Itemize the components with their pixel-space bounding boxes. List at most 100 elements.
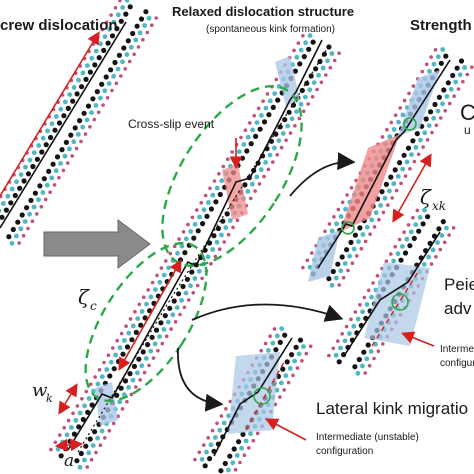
- atom: [179, 297, 185, 303]
- atom: [267, 152, 273, 158]
- atom: [293, 344, 299, 350]
- atom: [146, 15, 152, 21]
- atom: [124, 344, 131, 350]
- atom: [407, 243, 413, 249]
- atom: [438, 247, 443, 252]
- atom: [445, 80, 451, 86]
- atom: [217, 191, 223, 198]
- atom: [105, 40, 111, 46]
- atom: [248, 196, 253, 201]
- atom: [150, 280, 155, 285]
- atom: [182, 305, 187, 310]
- atom: [9, 240, 15, 246]
- atom: [277, 339, 283, 345]
- atom: [294, 109, 299, 114]
- atom: [401, 152, 407, 158]
- intermediate-unstable-label: Intermediate (unstable): [316, 432, 419, 443]
- atom: [152, 341, 158, 347]
- right-mid-blue-region: [364, 262, 430, 346]
- atom: [271, 160, 275, 164]
- atom: [300, 359, 304, 363]
- atom: [340, 332, 345, 336]
- atom: [65, 105, 71, 111]
- atom: [122, 338, 127, 343]
- atom: [425, 214, 431, 220]
- atom: [110, 88, 114, 93]
- atom: [71, 85, 77, 90]
- atom: [25, 171, 32, 177]
- atom: [14, 179, 19, 185]
- atom: [277, 124, 283, 130]
- atom: [124, 0, 130, 3]
- atom: [87, 436, 93, 442]
- atom: [447, 233, 451, 237]
- atom: [283, 373, 289, 379]
- atom: [287, 366, 293, 371]
- atom: [263, 341, 268, 346]
- atom: [430, 130, 434, 135]
- header-center-sub: (spontaneous kink formation): [206, 24, 335, 35]
- atom: [141, 295, 146, 300]
- lateral-pointer: [265, 418, 307, 441]
- atom: [200, 276, 204, 281]
- atom: [323, 229, 327, 234]
- atom: [387, 134, 393, 140]
- atom: [180, 283, 186, 290]
- atom: [438, 60, 444, 66]
- peierls-label-2: adv: [444, 299, 472, 318]
- atom: [307, 87, 313, 93]
- atom: [89, 110, 94, 115]
- atom: [210, 247, 216, 252]
- atom: [88, 125, 92, 129]
- atom: [92, 62, 98, 68]
- atom: [239, 155, 245, 161]
- atom: [429, 262, 434, 266]
- atom: [355, 254, 359, 258]
- atom: [191, 235, 197, 241]
- atom: [126, 385, 131, 390]
- atom: [137, 302, 142, 307]
- atom: [98, 95, 103, 101]
- atom: [98, 443, 103, 448]
- atom: [133, 37, 139, 43]
- atom: [348, 239, 354, 245]
- atom: [279, 380, 284, 386]
- atom: [202, 443, 206, 447]
- atom: [305, 258, 310, 263]
- atom: [441, 87, 447, 93]
- atom: [84, 389, 89, 394]
- atom: [391, 258, 396, 264]
- atom: [328, 65, 333, 70]
- atom: [259, 113, 264, 118]
- atom: [402, 98, 407, 103]
- atom: [296, 41, 301, 45]
- atom: [210, 428, 215, 433]
- atom: [80, 397, 84, 401]
- atom: [299, 87, 305, 94]
- atom: [79, 84, 85, 90]
- atom: [111, 421, 116, 426]
- atom: [127, 59, 132, 64]
- atom: [77, 410, 83, 416]
- atom: [122, 378, 129, 384]
- atom: [273, 347, 279, 353]
- atom: [120, 351, 126, 357]
- atom: [405, 145, 412, 151]
- atom: [248, 121, 252, 125]
- atom: [341, 275, 346, 280]
- atom: [230, 150, 234, 154]
- right-top-blue-region-low: [308, 230, 340, 282]
- atom: [268, 334, 272, 339]
- atom: [103, 436, 107, 440]
- atom: [310, 39, 316, 45]
- atom: [62, 153, 68, 159]
- atom: [215, 421, 219, 426]
- atom: [217, 427, 223, 433]
- atom: [282, 388, 287, 392]
- atom: [190, 215, 195, 220]
- atom: [413, 145, 419, 150]
- atom: [253, 189, 257, 193]
- atom: [345, 193, 349, 197]
- atom: [158, 320, 164, 326]
- atom: [275, 97, 281, 103]
